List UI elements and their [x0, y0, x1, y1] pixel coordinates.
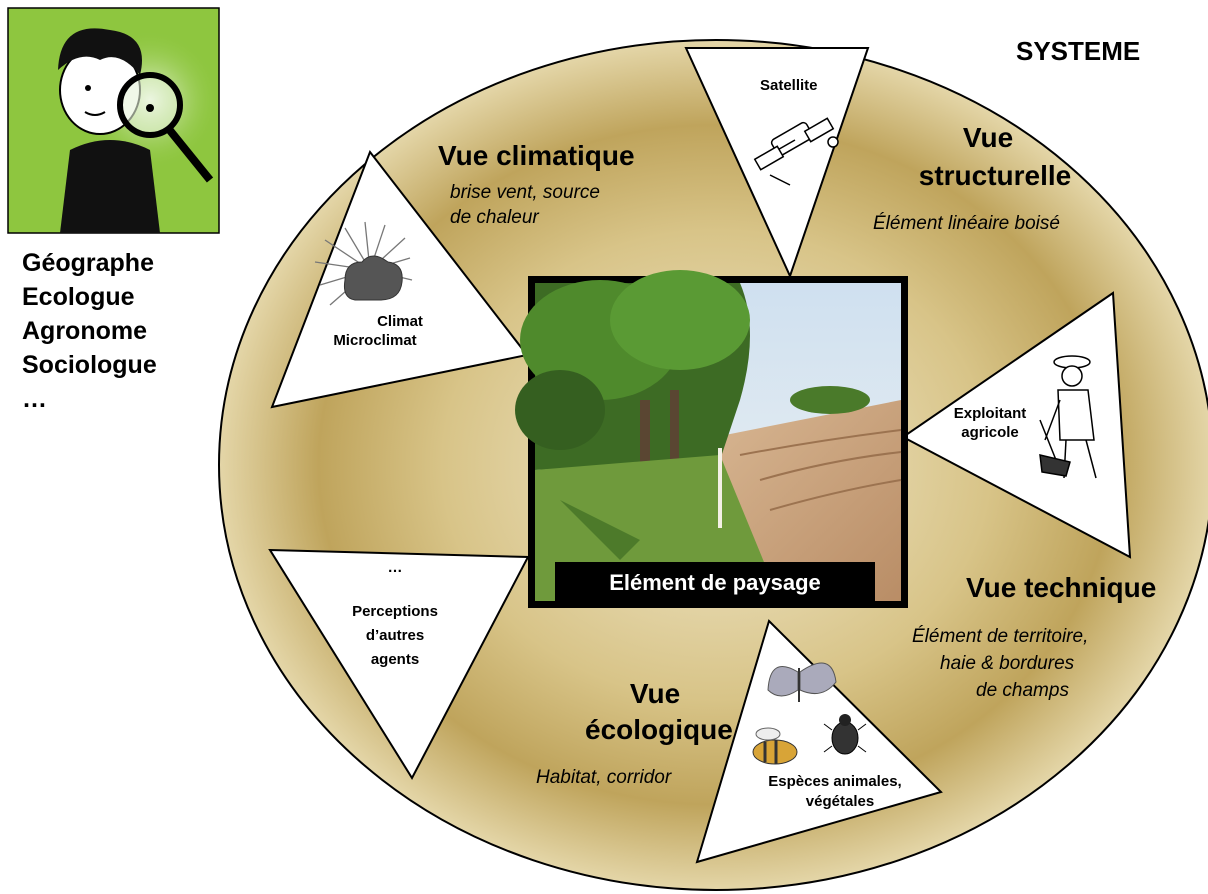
triangle-climat — [270, 149, 529, 409]
center-caption: Elément de paysage — [609, 570, 821, 595]
triangle-exploitant — [901, 291, 1132, 559]
view-technique-detail-1: Élément de territoire, — [912, 626, 1089, 647]
agent-autres-ellipsis: … — [387, 559, 403, 576]
butterfly-icon — [767, 662, 837, 702]
discipline-ellipsis: … — [22, 385, 47, 413]
agent-autres-label-3: agents — [370, 651, 420, 668]
view-ecologique-detail: Habitat, corridor — [536, 767, 672, 788]
triangle-autres-agents — [268, 548, 530, 781]
view-structurelle-title-2: structurelle — [918, 160, 1072, 191]
disciplines-list: Géographe Ecologue Agronome Sociologue … — [22, 246, 157, 416]
discipline-agronome: Agronome — [22, 317, 147, 345]
scientist-magnifier-icon — [7, 7, 220, 234]
view-ecologique-title-2: écologique — [585, 714, 733, 745]
view-technique-detail-2: haie & bordures — [940, 653, 1075, 674]
agent-climat-label-1: Climat — [377, 313, 423, 330]
view-climatique-title: Vue climatique — [438, 140, 635, 171]
beetle-icon — [823, 714, 867, 755]
view-structurelle-title-1: Vue — [962, 122, 1014, 153]
system-label: SYSTEME — [1016, 36, 1141, 66]
view-technique-detail-3: de champs — [976, 680, 1069, 701]
discipline-ecologue: Ecologue — [22, 283, 135, 311]
view-structurelle-detail: Élément linéaire boisé — [873, 213, 1060, 234]
view-technique-title: Vue technique — [966, 572, 1157, 603]
center-caption-box — [555, 562, 875, 604]
discipline-sociologue: Sociologue — [22, 351, 157, 379]
agent-especes-label-1: Espèces animales, — [768, 773, 902, 790]
agent-autres-label-1: Perceptions — [352, 603, 438, 620]
agent-especes-label-2: végétales — [805, 793, 875, 810]
view-climatique-detail-2: de chaleur — [450, 207, 539, 228]
landscape-photo — [515, 270, 908, 608]
satellite-icon — [753, 117, 839, 186]
triangle-especes — [695, 619, 943, 864]
view-climatique-detail-1: brise vent, source — [450, 182, 600, 203]
agent-exploitant-label-2: agricole — [961, 424, 1019, 441]
agent-autres-label-2: d’autres — [365, 627, 425, 644]
farmer-icon — [1039, 355, 1097, 479]
bee-icon — [752, 727, 798, 765]
agent-climat-label-2: Microclimat — [333, 332, 417, 349]
view-ecologique-title-1: Vue — [629, 678, 681, 709]
agent-exploitant-label-1: Exploitant — [953, 405, 1027, 422]
agent-satellite-label: Satellite — [760, 77, 818, 94]
triangle-satellite — [684, 47, 870, 279]
discipline-geographe: Géographe — [22, 249, 154, 277]
